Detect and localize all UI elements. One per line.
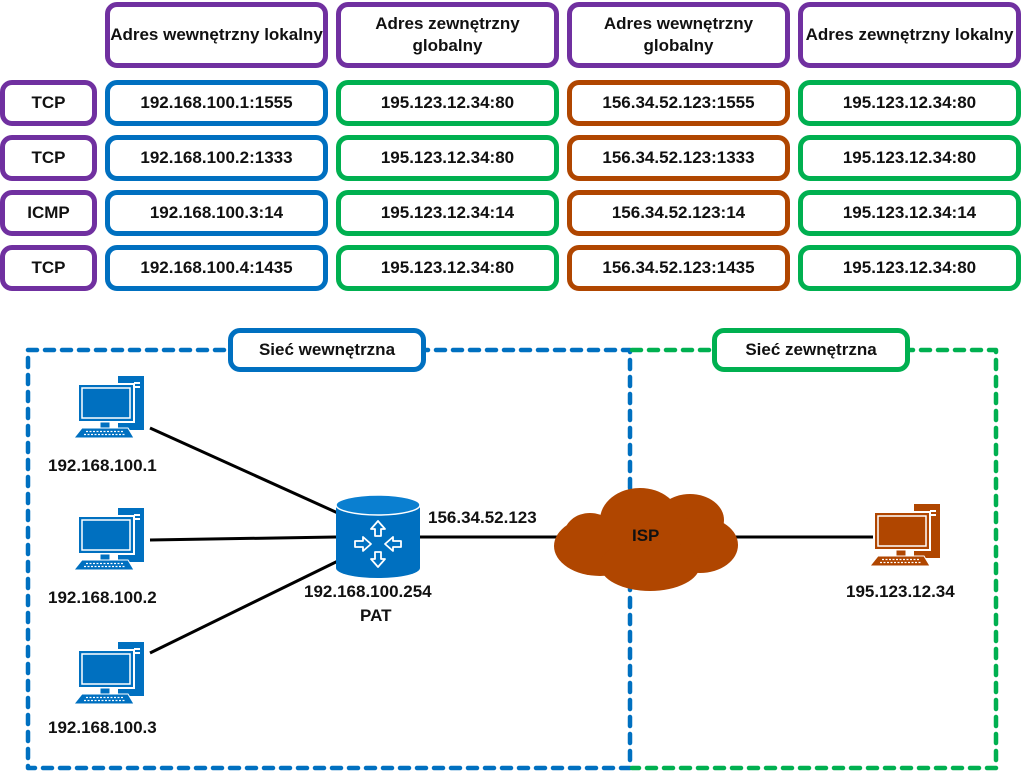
protocol-cell: TCP xyxy=(0,80,97,126)
external-network-label: Sieć zewnętrzna xyxy=(712,328,910,372)
inside-local-cell: 192.168.100.3:14 xyxy=(105,190,328,236)
link-host1-router xyxy=(149,426,341,516)
cell-text: 195.123.12.34:80 xyxy=(842,148,977,167)
inside-global-cell: 156.34.52.123:14 xyxy=(567,190,790,236)
computer-icon xyxy=(73,375,145,439)
computer-icon xyxy=(73,507,145,571)
cell-text: 195.123.12.34:14 xyxy=(842,203,977,222)
cell-text: 156.34.52.123:14 xyxy=(611,203,746,222)
router-outside-ip: 156.34.52.123 xyxy=(428,508,537,527)
header-text: Adres wewnętrzny lokalny xyxy=(110,25,323,44)
cell-text: 192.168.100.4:1435 xyxy=(140,258,293,277)
cell-text: 192.168.100.1:1555 xyxy=(140,93,293,112)
header-text: Adres zewnętrzny lokalny xyxy=(805,25,1014,44)
inside-local-cell: 192.168.100.4:1435 xyxy=(105,245,328,291)
server-ip-label: 195.123.12.34 xyxy=(846,582,955,601)
outside-global-cell: 195.123.12.34:80 xyxy=(336,135,559,181)
label-text: Sieć wewnętrzna xyxy=(258,340,396,359)
protocol-text: TCP xyxy=(31,93,66,112)
isp-label: ISP xyxy=(632,526,660,545)
inside-global-cell: 156.34.52.123:1333 xyxy=(567,135,790,181)
link-host3-router xyxy=(149,558,341,655)
cell-text: 192.168.100.3:14 xyxy=(149,203,284,222)
internal-network-label: Sieć wewnętrzna xyxy=(228,328,426,372)
protocol-cell: TCP xyxy=(0,245,97,291)
inside-global-cell: 156.34.52.123:1555 xyxy=(567,80,790,126)
outside-global-cell: 195.123.12.34:14 xyxy=(336,190,559,236)
cell-text: 156.34.52.123:1435 xyxy=(602,258,755,277)
column-header-outside-local: Adres zewnętrzny lokalny xyxy=(798,2,1021,68)
outside-local-cell: 195.123.12.34:80 xyxy=(798,135,1021,181)
cell-text: 156.34.52.123:1555 xyxy=(602,93,755,112)
host-ip-label: 192.168.100.3 xyxy=(48,718,157,737)
computer-icon xyxy=(73,641,145,705)
router-function-label: PAT xyxy=(360,606,392,625)
outside-global-cell: 195.123.12.34:80 xyxy=(336,245,559,291)
protocol-text: ICMP xyxy=(27,203,70,222)
computer-icon xyxy=(869,503,941,567)
outside-local-cell: 195.123.12.34:80 xyxy=(798,245,1021,291)
inside-local-cell: 192.168.100.2:1333 xyxy=(105,135,328,181)
label-text: Sieć zewnętrzna xyxy=(745,340,877,359)
column-header-outside-global: Adres zewnętrzny globalny xyxy=(336,2,559,68)
host-ip-label: 192.168.100.1 xyxy=(48,456,157,475)
inside-local-cell: 192.168.100.1:1555 xyxy=(105,80,328,126)
outside-global-cell: 195.123.12.34:80 xyxy=(336,80,559,126)
inside-global-cell: 156.34.52.123:1435 xyxy=(567,245,790,291)
cell-text: 195.123.12.34:80 xyxy=(380,148,515,167)
cell-text: 195.123.12.34:80 xyxy=(380,258,515,277)
protocol-cell: TCP xyxy=(0,135,97,181)
column-header-inside-local: Adres wewnętrzny lokalny xyxy=(105,2,328,68)
cell-text: 195.123.12.34:80 xyxy=(842,258,977,277)
header-text: Adres wewnętrzny globalny xyxy=(603,14,754,55)
protocol-text: TCP xyxy=(31,258,66,277)
cell-text: 192.168.100.2:1333 xyxy=(140,148,293,167)
cell-text: 156.34.52.123:1333 xyxy=(602,148,755,167)
column-header-inside-global: Adres wewnętrzny globalny xyxy=(567,2,790,68)
cell-text: 195.123.12.34:14 xyxy=(380,203,515,222)
outside-local-cell: 195.123.12.34:14 xyxy=(798,190,1021,236)
protocol-text: TCP xyxy=(31,148,66,167)
router-icon xyxy=(335,494,421,578)
protocol-cell: ICMP xyxy=(0,190,97,236)
cloud-icon xyxy=(554,488,738,591)
outside-local-cell: 195.123.12.34:80 xyxy=(798,80,1021,126)
cell-text: 195.123.12.34:80 xyxy=(380,93,515,112)
host-ip-label: 192.168.100.2 xyxy=(48,588,157,607)
link-host2-router xyxy=(149,535,337,542)
router-inside-ip: 192.168.100.254 xyxy=(304,582,432,601)
cell-text: 195.123.12.34:80 xyxy=(842,93,977,112)
header-text: Adres zewnętrzny globalny xyxy=(375,14,520,55)
